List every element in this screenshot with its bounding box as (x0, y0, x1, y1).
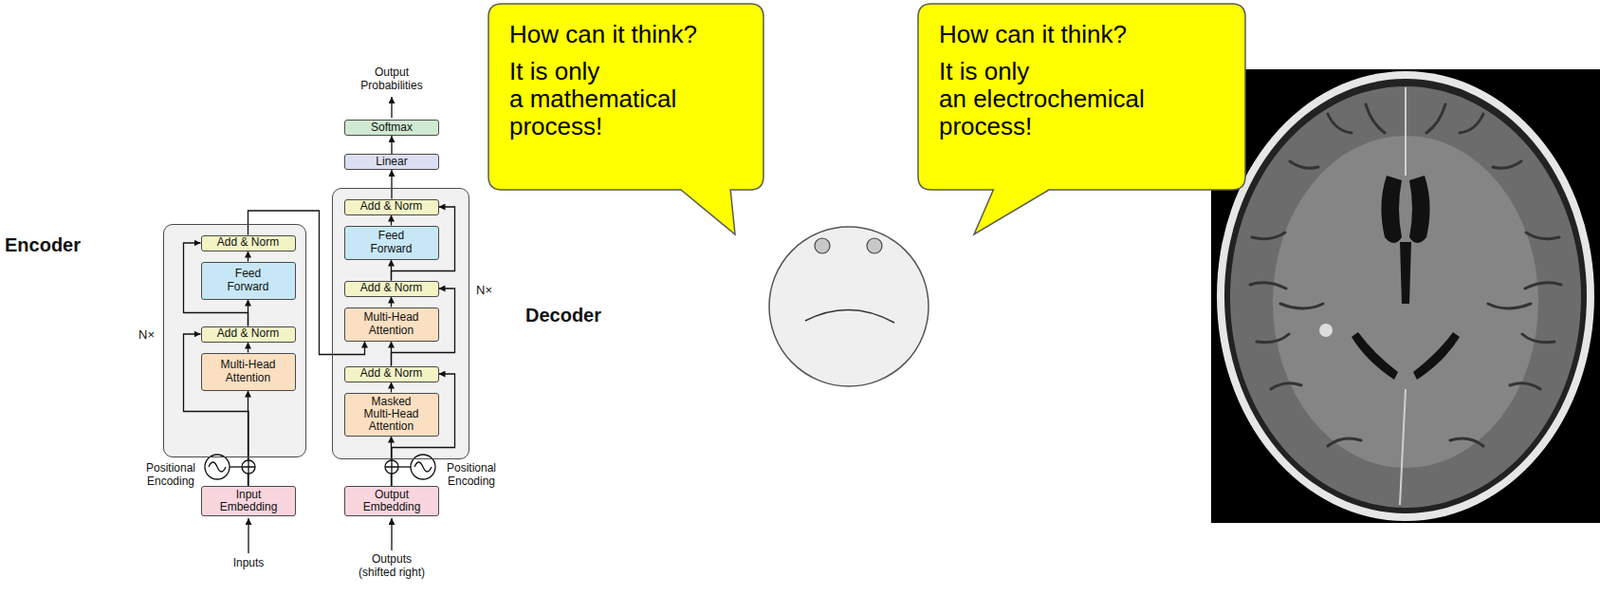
section-title: Encoder (4, 234, 81, 257)
repeat-count: N× (476, 282, 493, 298)
box-label: Add & Norm (360, 200, 423, 213)
softmax-box: Softmax (344, 119, 440, 136)
face-frown (805, 309, 895, 323)
add-symbol (241, 459, 256, 474)
linear-box: Linear (344, 153, 440, 170)
box-label: Softmax (370, 121, 413, 134)
decoder-stack-fill (331, 187, 470, 460)
box-label: Add & Norm (217, 236, 279, 249)
bubble-text: How can it think? (938, 20, 1127, 49)
bubble-text: process! (509, 112, 603, 141)
box-label: Linear (375, 155, 407, 168)
positional-encoding-label: Positional Encoding (441, 461, 502, 489)
box-label: Input Embedding (214, 488, 283, 514)
box-label: Masked Multi-Head Attention (357, 395, 426, 434)
box-label: Add & Norm (217, 327, 279, 340)
box-label: Multi-Head Attention (357, 311, 426, 336)
section-title: Decoder (525, 304, 602, 327)
add-symbol (241, 459, 256, 474)
brain-cortex (1230, 86, 1582, 508)
skull (1216, 71, 1595, 521)
box-label: Multi-Head Attention (214, 358, 283, 384)
box-label: Add & Norm (360, 281, 423, 295)
add-symbol (385, 459, 399, 474)
add-norm-box: Add & Norm (201, 235, 296, 252)
masked-attention-box: Masked Multi-Head Attention (344, 392, 440, 437)
connector-arrow (390, 169, 392, 200)
sine-symbol (414, 461, 432, 472)
feed-forward-box: Feed Forward (344, 225, 440, 260)
add-norm-box: Add & Norm (201, 326, 296, 343)
output-label: Output Probabilities (352, 66, 431, 93)
repeat-count: N× (138, 327, 155, 343)
brain-falx (1399, 87, 1406, 505)
speech-bubble-outline (918, 3, 1246, 235)
input-arrow (247, 517, 249, 553)
calcification (1319, 323, 1333, 337)
white-matter (1272, 135, 1539, 468)
connector-arrow (390, 296, 392, 308)
bubble-text: How can it think? (509, 20, 698, 49)
add-symbol (385, 459, 399, 474)
embedding-box: Input Embedding (201, 485, 296, 516)
brain-ct-scan (1211, 69, 1600, 523)
embedding-box: Output Embedding (344, 485, 440, 516)
bubble-text: It is only (509, 57, 600, 86)
encoding-wire (398, 465, 411, 467)
connector-arrow (390, 135, 392, 154)
speech-bubble: How can it think? It is onlyan electroche… (918, 3, 1246, 190)
speech-bubble-outline (488, 3, 764, 235)
attention-box: Multi-Head Attention (201, 352, 296, 391)
connector-arrow (390, 215, 392, 226)
add-norm-box: Add & Norm (344, 199, 440, 216)
sine-symbol (204, 454, 230, 479)
connector-arrow (247, 342, 249, 353)
sad-face (769, 226, 929, 387)
face-eye (814, 238, 830, 254)
box-label: Feed Forward (357, 229, 426, 255)
probability-arrow (390, 96, 392, 118)
add-norm-box: Add & Norm (344, 280, 440, 297)
encoder-stack: Add & NormFeed ForwardAdd & NormMulti-He… (163, 223, 307, 458)
box-label: Add & Norm (360, 367, 423, 380)
bubble-text: an electrochemical (938, 85, 1145, 113)
face-outline (769, 226, 929, 387)
connector-arrow (390, 382, 392, 393)
sine-symbol (208, 461, 226, 472)
positional-encoding-label: Positional Encoding (140, 461, 202, 489)
skull-inner (1224, 78, 1587, 514)
brain-ventricles (1351, 175, 1460, 380)
output-label: Outputs (shifted right) (352, 552, 431, 580)
box-label: Feed Forward (214, 267, 283, 293)
connector-arrow (247, 251, 249, 262)
add-norm-box: Add & Norm (344, 366, 440, 383)
box-label: Output Embedding (357, 488, 426, 514)
feed-forward-box: Feed Forward (201, 261, 296, 300)
attention-box: Multi-Head Attention (344, 307, 440, 342)
bubble-text: process! (938, 112, 1032, 141)
face-eye (866, 238, 883, 254)
decoder-stack: Add & NormFeed ForwardAdd & NormMulti-He… (331, 187, 470, 460)
bubble-text: It is only (938, 57, 1030, 86)
ct-background (1211, 69, 1600, 523)
input-label: Inputs (210, 556, 287, 571)
encoding-wire (229, 465, 242, 467)
encoder-stack-fill (163, 223, 307, 458)
bubble-text: a mathematical (509, 85, 677, 113)
speech-bubble: How can it think? It is onlya mathematica… (488, 3, 764, 190)
sine-symbol (410, 454, 436, 479)
output-arrow (390, 517, 392, 551)
